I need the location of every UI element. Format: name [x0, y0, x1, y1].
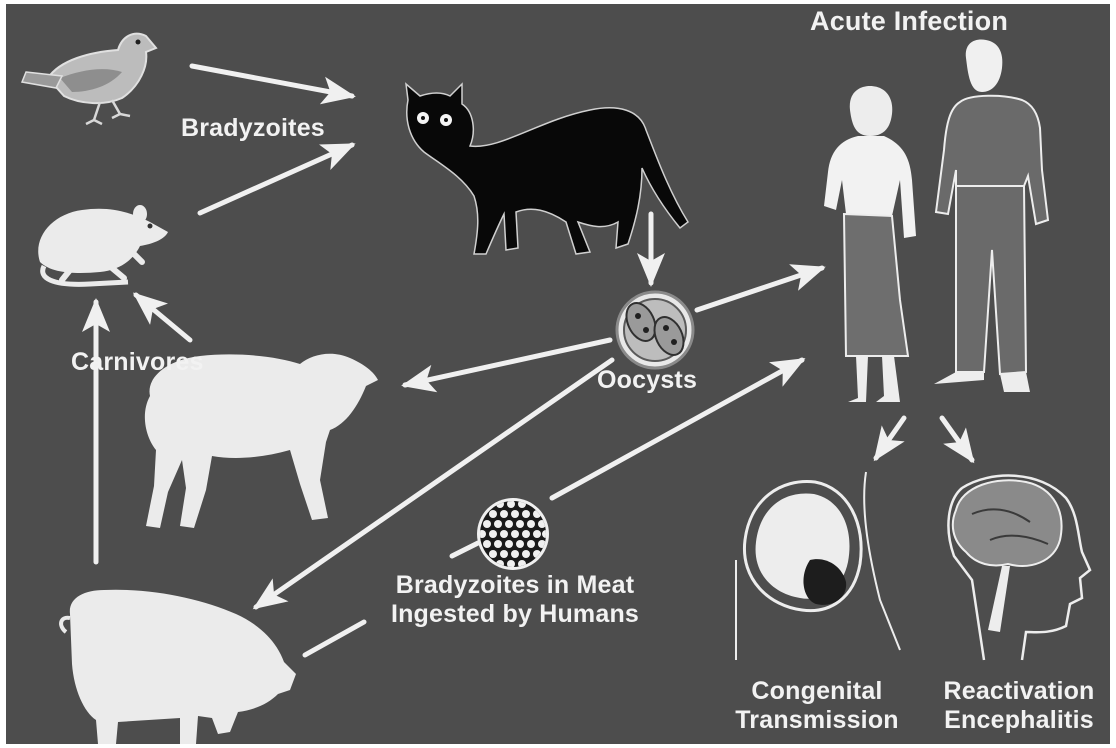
oocyst-icon [617, 292, 693, 368]
reactivation-line1: Reactivation [928, 677, 1110, 706]
congenital-transmission-label: Congenital Transmission [726, 677, 908, 735]
oocysts-label: Oocysts [597, 366, 697, 395]
congenital-line2: Transmission [726, 706, 908, 735]
bradyzoites-in-meat-line1: Bradyzoites in Meat [370, 571, 660, 600]
acute-infection-label: Acute Infection [810, 7, 1008, 36]
congenital-line1: Congenital [726, 677, 908, 706]
bradyzoites-label: Bradyzoites [181, 114, 325, 143]
carnivores-label: Carnivores [71, 348, 204, 377]
bradyzoites-in-meat-line2: Ingested by Humans [370, 600, 660, 629]
bradyzoites-in-meat-label: Bradyzoites in Meat Ingested by Humans [370, 571, 660, 629]
reactivation-encephalitis-label: Reactivation Encephalitis [928, 677, 1110, 735]
reactivation-line2: Encephalitis [928, 706, 1110, 735]
